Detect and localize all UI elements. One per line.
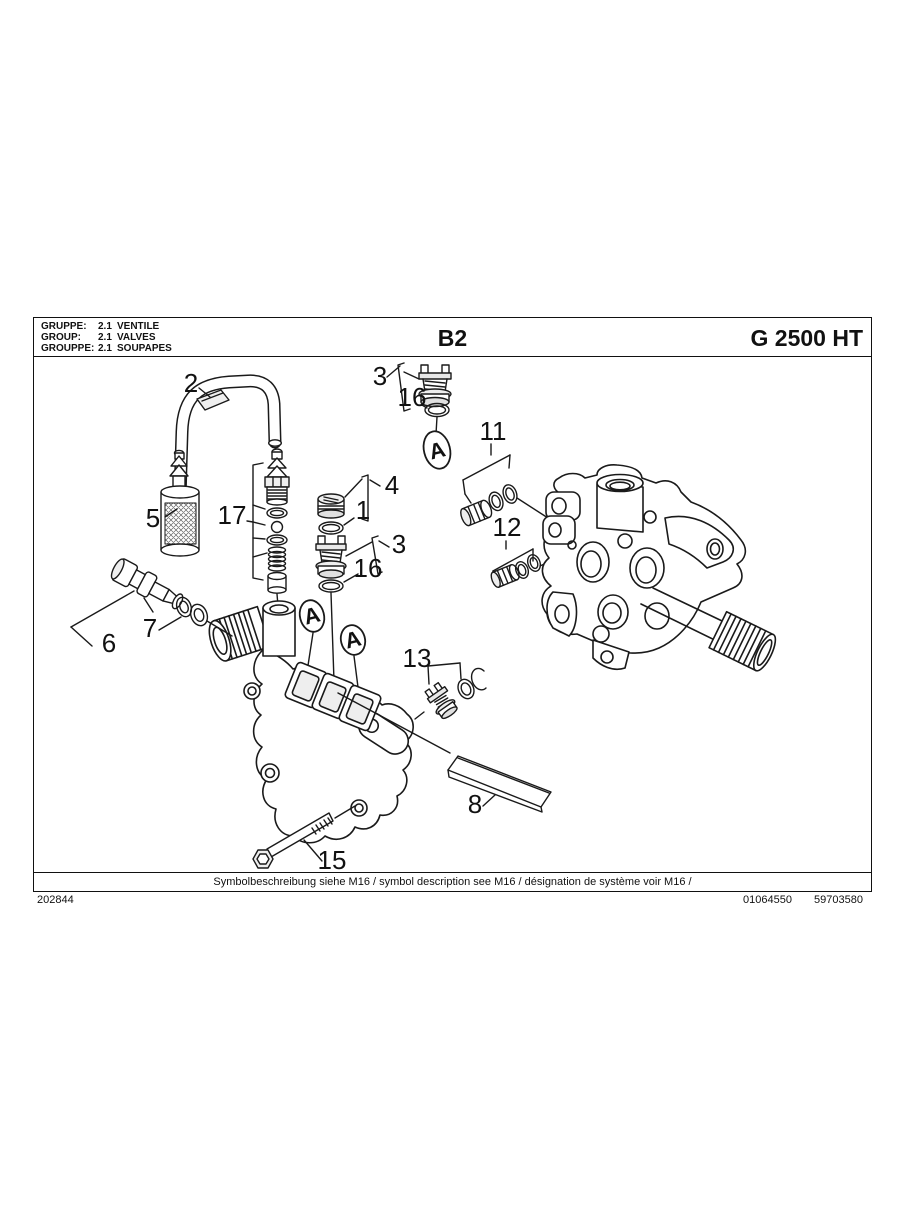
callout-part-13: 13 (403, 643, 432, 673)
part-3-valve-top (419, 365, 451, 407)
part-11-group (459, 444, 548, 527)
callout-part-12: 12 (493, 512, 522, 542)
callout-part-16-mid: 16 (354, 553, 383, 583)
model-designation: G 2500 HT (750, 325, 864, 351)
symbol-a-left: A (296, 598, 327, 635)
bracket-4 (344, 475, 380, 525)
part-5-filter (161, 450, 199, 556)
group-row-en: GROUP: 2.1 VALVES (41, 332, 172, 343)
group-name-fr: SOUPAPES (117, 343, 172, 354)
symbol-note-bar: Symbolbeschreibung siehe M16 / symbol de… (34, 872, 871, 891)
group-name-en: VALVES (117, 332, 156, 343)
group-row-de: GRUPPE: 2.1 VENTILE (41, 321, 172, 332)
part-3-valve-mid (316, 536, 346, 578)
callout-part-3-mid: 3 (392, 529, 406, 559)
callout-part-5: 5 (146, 503, 160, 533)
part-13-group (338, 663, 486, 753)
group-label-en: GROUP: (41, 332, 81, 343)
doc-number-right-2: 59703580 (814, 894, 863, 906)
group-row-fr: GROUPPE:2.1 SOUPAPES (41, 343, 172, 354)
group-code-fr: 2.1 (98, 343, 112, 354)
part-15-bolt (253, 806, 355, 868)
callout-part-3-top: 3 (373, 361, 387, 391)
callout-part-6: 6 (102, 628, 116, 658)
part-2-hose (174, 381, 282, 501)
sheet-code: B2 (437, 325, 468, 351)
symbol-note-text: Symbolbeschreibung siehe M16 / symbol de… (213, 876, 692, 888)
callout-part-8: 8 (468, 789, 482, 819)
pump-body (205, 601, 413, 843)
callout-part-1: 1 (356, 495, 370, 525)
pump-head (542, 465, 780, 674)
symbol-a-top-label: A (426, 436, 448, 464)
doc-number-left: 202844 (37, 894, 74, 906)
part-16-oring-top (425, 404, 449, 417)
group-label-fr: GROUPPE: (41, 343, 95, 354)
callout-part-17: 17 (218, 500, 247, 530)
group-name-de: VENTILE (117, 321, 160, 332)
exploded-view: 2 5 (34, 361, 871, 871)
symbol-a-right: A (338, 623, 369, 658)
callout-part-16-top: 16 (398, 382, 427, 412)
part-1-oring (319, 522, 343, 534)
part-16-oring-mid (319, 580, 343, 592)
group-code-en: 2.1 (98, 332, 112, 343)
part-6-coupling (71, 557, 232, 646)
symbol-a-right-label: A (342, 625, 364, 653)
bracket-3-mid (344, 536, 389, 582)
callout-part-11: 11 (480, 416, 507, 446)
part-17-valve-kit (247, 449, 289, 606)
group-code-de: 2.1 (98, 321, 112, 332)
callout-part-7: 7 (143, 613, 157, 643)
callout-part-4: 4 (385, 470, 399, 500)
doc-number-right-1: 01064550 (743, 894, 792, 906)
callout-part-15: 15 (318, 845, 347, 871)
part-8-strip (448, 756, 551, 812)
symbol-a-top: A (420, 428, 454, 471)
callout-part-2: 2 (184, 368, 198, 398)
part-4-plug (318, 494, 344, 518)
symbol-a-left-label: A (301, 601, 323, 629)
group-label-de: GRUPPE: (41, 321, 87, 332)
